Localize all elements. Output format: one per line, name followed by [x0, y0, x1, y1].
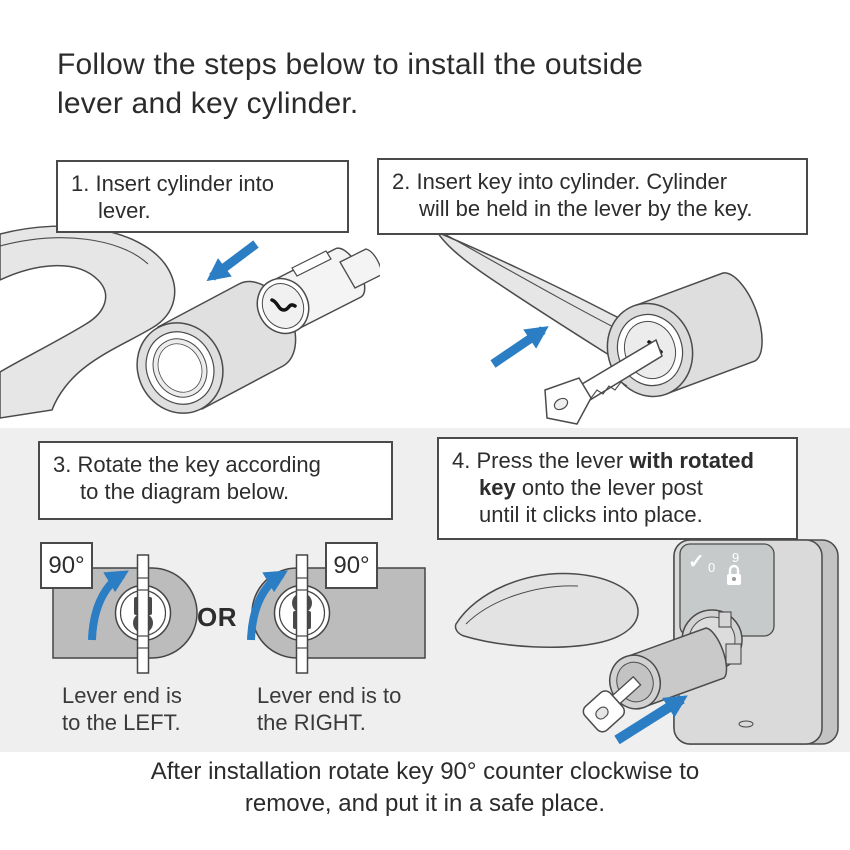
key-graphic — [582, 675, 642, 733]
rotation-right-lock-graphic — [247, 554, 426, 674]
arrow-insert-cylinder-icon — [206, 240, 259, 282]
arrow-rotate-left-icon — [88, 570, 129, 641]
page-title-line-1: Follow the steps below to install the ou… — [57, 48, 643, 81]
step-3-text-line-1: 3. Rotate the key according — [53, 452, 321, 477]
key-graphic — [544, 338, 663, 425]
rotation-left-lock-graphic — [52, 554, 198, 674]
step-3-text-line-2: to the diagram below. — [80, 479, 290, 504]
step-2-text-line-2: will be held in the lever by the key. — [419, 196, 753, 221]
left-angle-box: 90° — [40, 542, 93, 589]
step-4-text-line-2: key onto the lever post — [479, 475, 703, 500]
step-2-text-line-1: 2. Insert key into cylinder. Cylinder — [392, 169, 728, 194]
keypad-digit-0: 0 — [708, 560, 715, 575]
key-rotation-diagram — [52, 554, 426, 674]
footer-note: After installation rotate key 90° counte… — [0, 756, 850, 820]
lever-graphic — [0, 225, 297, 419]
arrow-rotate-right-icon — [247, 570, 288, 641]
left-caption-line-1: Lever end is — [62, 683, 182, 708]
lock-body-graphic: ✓ 0 9 — [673, 539, 839, 745]
step-4-text-line-1: 4. Press the lever with rotated — [452, 448, 754, 473]
step-4-text-line-3: until it clicks into place. — [479, 502, 703, 527]
right-angle-label: 90° — [333, 551, 370, 579]
cylinder-graphic — [256, 247, 380, 335]
keyway-icon — [270, 298, 297, 312]
right-angle-box: 90° — [325, 542, 378, 589]
arrow-press-lever-icon — [614, 694, 688, 745]
keypad-digit-9: 9 — [732, 550, 739, 565]
step-1-text-line-2: lever. — [98, 198, 151, 223]
right-rotation-caption: Lever end is to the RIGHT. — [257, 682, 401, 736]
left-rotation-caption: Lever end is to the LEFT. — [62, 682, 182, 736]
step-2-illustration — [426, 228, 763, 425]
right-caption-line-1: Lever end is to — [257, 683, 402, 708]
lock-icon — [727, 564, 741, 585]
step-1-text-line-1: 1. Insert cylinder into — [71, 171, 274, 196]
step-4-box: 4. Press the lever with rotated key onto… — [437, 437, 798, 540]
keypad-check-icon: ✓ — [688, 551, 705, 573]
step-1-box: 1. Insert cylinder into lever. — [56, 160, 349, 233]
key-edge-graphic — [295, 554, 309, 674]
key-edge-graphic — [136, 554, 150, 674]
step-2-box: 2. Insert key into cylinder. Cylinder wi… — [377, 158, 808, 235]
left-angle-label: 90° — [48, 551, 85, 579]
footer-line-1: After installation rotate key 90° counte… — [150, 758, 700, 785]
step-3-box: 3. Rotate the key according to the diagr… — [38, 441, 393, 520]
step-4-illustration: ✓ 0 9 — [454, 539, 839, 745]
footer-line-2: remove, and put it in a safe place. — [244, 790, 606, 817]
arrow-insert-key-icon — [490, 326, 549, 368]
or-label: OR — [197, 602, 237, 632]
left-caption-line-2: to the LEFT. — [62, 710, 181, 735]
right-caption-line-2: the RIGHT. — [257, 710, 366, 735]
step-1-illustration — [0, 225, 380, 419]
page-title-line-2: lever and key cylinder. — [57, 87, 359, 120]
page-title: Follow the steps below to install the ou… — [57, 45, 643, 123]
lever-graphic — [426, 228, 763, 398]
